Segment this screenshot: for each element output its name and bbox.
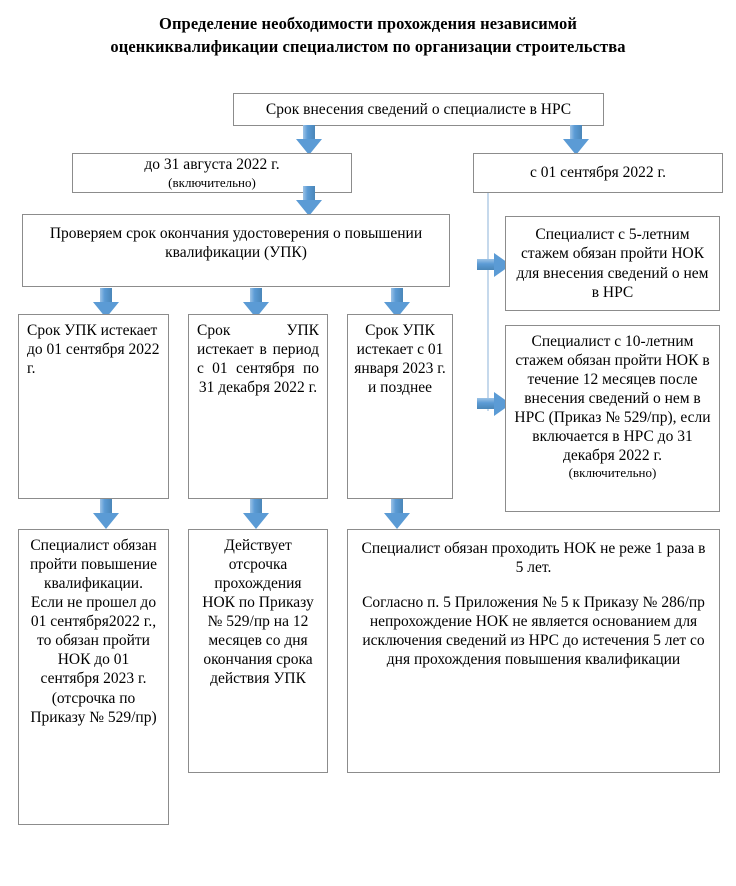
- node-result-3-para1: Специалист обязан проходить НОК не реже …: [361, 540, 706, 577]
- arrow-shaft: [100, 499, 112, 515]
- arrow-head: [243, 513, 269, 529]
- arrow-head: [93, 513, 119, 529]
- arrow-head: [384, 513, 410, 529]
- node-result-2: Действует отсрочка прохождения НОК по Пр…: [188, 529, 328, 773]
- node-spec-10y: Специалист с 10-летним стажем обязан про…: [505, 325, 720, 512]
- node-root-label: Срок внесения сведений о специалисте в Н…: [265, 100, 572, 118]
- arrow-shaft: [303, 186, 315, 202]
- arrow-shaft: [303, 125, 315, 141]
- arrow-head: [296, 139, 322, 155]
- node-spec-10y-line1: Специалист с 10-летним стажем обязан про…: [514, 333, 711, 465]
- node-result-2-label: Действует отсрочка прохождения НОК по Пр…: [202, 537, 314, 688]
- node-upk-2: Срок УПК истекает в период с 01 сентября…: [188, 314, 328, 499]
- arrow-shaft: [477, 259, 496, 270]
- node-upk-1-label: Срок УПК истекает до 01 сентября 2022 г.: [27, 322, 160, 378]
- node-upk-1: Срок УПК истекает до 01 сентября 2022 г.: [18, 314, 169, 499]
- arrow-head: [563, 139, 589, 155]
- arrow-upk-2-to-result-2: [243, 499, 269, 529]
- arrow-shaft: [100, 288, 112, 304]
- node-upk-2-label: Срок УПК истекает в период с 01 сентября…: [197, 322, 319, 397]
- node-result-1-label: Специалист обязан пройти повышение квали…: [29, 537, 158, 726]
- node-upk-3-label: Срок УПК истекает с 01 января 2023 г. и …: [354, 322, 446, 397]
- arrow-root-to-branch-right: [563, 125, 589, 155]
- arrow-upk-1-to-result-1: [93, 499, 119, 529]
- node-branch-left: до 31 августа 2022 г. (включительно): [72, 153, 352, 193]
- arrow-head: [296, 200, 322, 216]
- node-branch-right-label: с 01 сентября 2022 г.: [529, 164, 667, 182]
- arrow-branch-left-to-check: [296, 186, 322, 216]
- node-branch-right: с 01 сентября 2022 г.: [473, 153, 723, 193]
- node-branch-left-line1: до 31 августа 2022 г.: [144, 156, 280, 174]
- node-spec-5y-label: Специалист с 5-летним стажем обязан прой…: [516, 226, 709, 301]
- connector-branch-right: [487, 193, 489, 411]
- node-root: Срок внесения сведений о специалисте в Н…: [233, 93, 604, 126]
- arrow-shaft: [391, 499, 403, 515]
- node-result-3-spacer: [358, 577, 709, 593]
- arrow-shaft: [250, 288, 262, 304]
- node-result-3-para2: Согласно п. 5 Приложения № 5 к Приказу №…: [362, 594, 705, 669]
- node-result-3: Специалист обязан проходить НОК не реже …: [347, 529, 720, 773]
- arrow-shaft: [250, 499, 262, 515]
- node-upk-3: Срок УПК истекает с 01 января 2023 г. и …: [347, 314, 453, 499]
- arrow-shaft: [391, 288, 403, 304]
- node-branch-left-line2: (включительно): [168, 174, 256, 190]
- node-result-1: Специалист обязан пройти повышение квали…: [18, 529, 169, 825]
- node-check-upk-label: Проверяем срок окончания удостоверения о…: [49, 225, 423, 262]
- arrow-shaft: [477, 398, 496, 409]
- node-check-upk: Проверяем срок окончания удостоверения о…: [22, 214, 450, 287]
- arrow-root-to-branch-left: [296, 125, 322, 155]
- page-title: Определение необходимости прохождения не…: [110, 14, 626, 57]
- arrow-shaft: [570, 125, 582, 141]
- node-spec-10y-line2: (включительно): [568, 465, 657, 481]
- arrow-upk-3-to-result-3: [384, 499, 410, 529]
- node-spec-5y: Специалист с 5-летним стажем обязан прой…: [505, 216, 720, 311]
